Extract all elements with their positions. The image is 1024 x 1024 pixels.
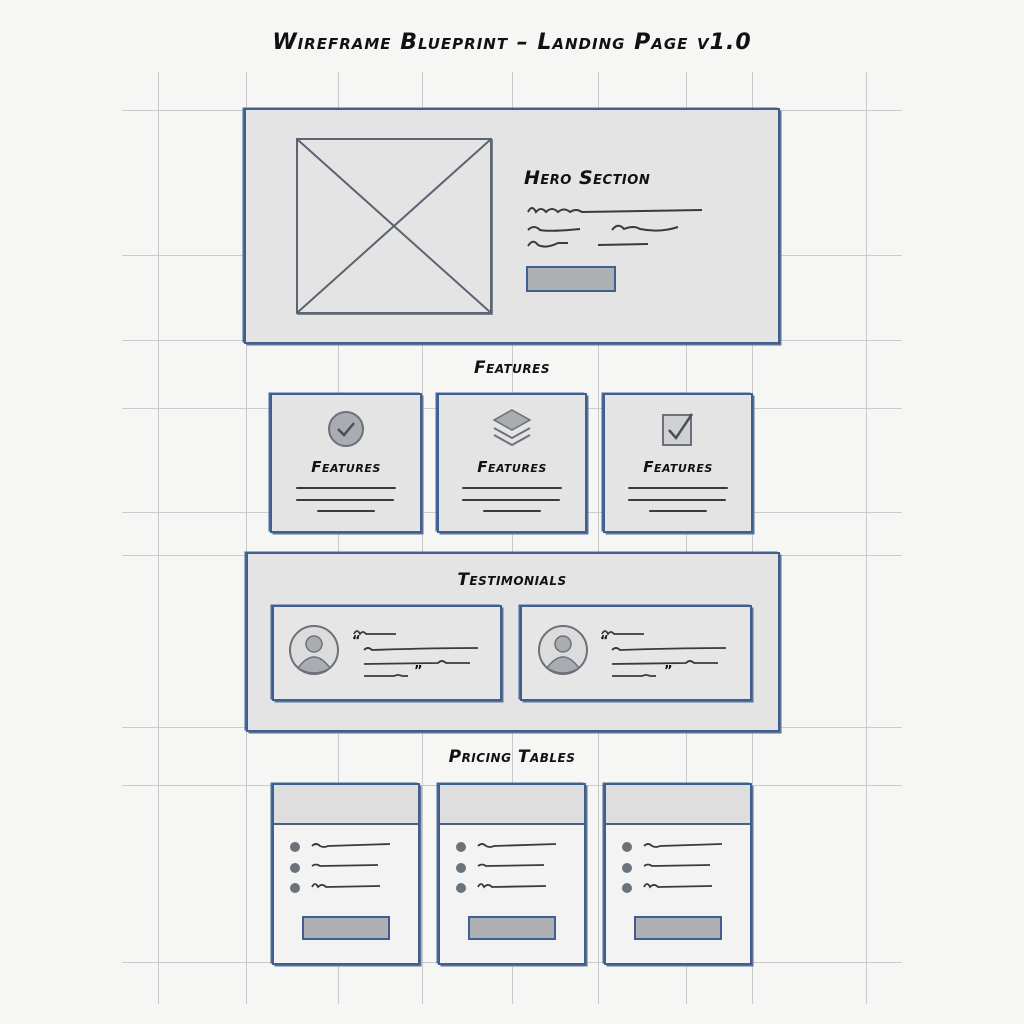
feature-card-2-label: Features (477, 458, 547, 476)
feature-card-3 (603, 393, 753, 533)
grid-line (752, 72, 753, 1004)
pricing-card-header (274, 785, 418, 825)
hero-text-placeholder (527, 207, 703, 248)
hero-heading: Hero Section (524, 167, 651, 189)
pricing-feature-lines (311, 843, 391, 889)
user-avatar-icon (538, 625, 588, 675)
testimonials-heading: Testimonials (457, 570, 567, 590)
check-circle-icon (328, 411, 364, 447)
grid-line (512, 72, 513, 1004)
bullet-icon (456, 842, 466, 852)
grid-line (246, 72, 247, 1004)
user-avatar-icon (289, 625, 339, 675)
pricing-card-2-button[interactable] (468, 916, 556, 940)
hero-cta-button[interactable] (526, 266, 616, 292)
pricing-card-header (440, 785, 584, 825)
features-heading: Features (474, 358, 550, 378)
testimonial-card-2 (520, 605, 752, 701)
open-quote: “ (600, 634, 610, 649)
text-line (317, 510, 375, 512)
text-line (628, 499, 726, 501)
pricing-heading: Pricing Tables (448, 747, 576, 767)
grid-line (686, 72, 687, 1004)
feature-card-3-label: Features (643, 458, 713, 476)
text-line (296, 499, 394, 501)
text-line (462, 487, 562, 489)
grid-line (866, 72, 867, 1004)
page-title: Wireframe Blueprint – Landing Page v1.0 (272, 30, 752, 55)
text-line (649, 510, 707, 512)
checkbox-icon (662, 413, 694, 446)
image-placeholder (296, 138, 492, 314)
layers-icon (492, 409, 532, 447)
testimonial-quote-text (601, 630, 727, 677)
hero-section (244, 108, 780, 344)
close-quote: ” (664, 664, 674, 679)
grid-line (422, 72, 423, 1004)
grid-line (158, 72, 159, 1004)
pricing-card-header (606, 785, 750, 825)
open-quote: “ (352, 634, 362, 649)
close-quote: ” (414, 664, 424, 679)
text-line (483, 510, 541, 512)
pricing-feature-lines (643, 843, 723, 889)
bullet-icon (622, 863, 632, 873)
bullet-icon (622, 883, 632, 893)
text-line (628, 487, 728, 489)
text-line (462, 499, 560, 501)
grid-line (598, 72, 599, 1004)
pricing-card-3-button[interactable] (634, 916, 722, 940)
bullet-icon (456, 883, 466, 893)
text-line (296, 487, 396, 489)
testimonial-quote-text (353, 630, 479, 677)
grid-line (338, 72, 339, 1004)
bullet-icon (622, 842, 632, 852)
bullet-icon (290, 863, 300, 873)
image-placeholder-x-icon (297, 139, 491, 313)
pricing-feature-lines (477, 843, 557, 889)
bullet-icon (290, 842, 300, 852)
bullet-icon (456, 863, 466, 873)
bullet-icon (290, 883, 300, 893)
pricing-card-1-button[interactable] (302, 916, 390, 940)
feature-card-1-label: Features (311, 458, 381, 476)
